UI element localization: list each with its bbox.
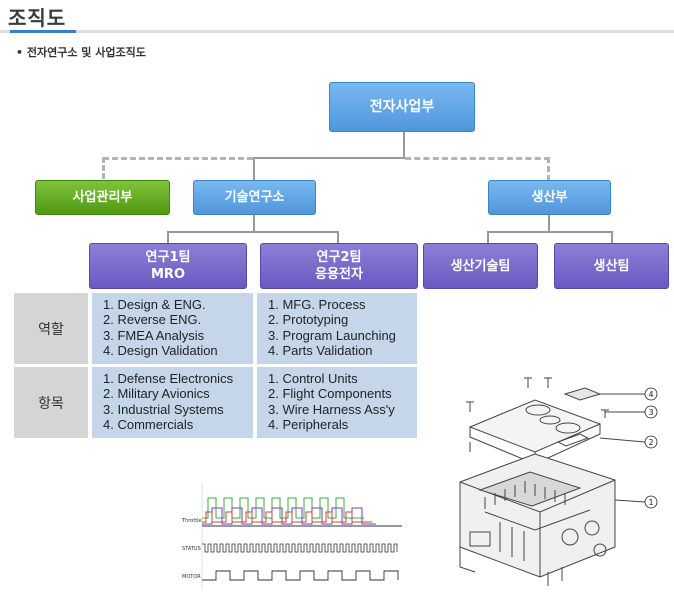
org-node-research-institute: 기술연구소 — [193, 180, 316, 215]
connector-rnd-to-teams — [253, 214, 255, 232]
connector-prod-bar — [487, 231, 613, 233]
list-item: 2. Prototyping — [268, 312, 349, 328]
cell-team2-items: 1. Control Units 2. Flight Components 3.… — [257, 367, 417, 438]
list-item: 1. Design & ENG. — [103, 297, 206, 312]
callout-1: 1 — [649, 498, 654, 507]
connector-prod-down — [548, 214, 550, 232]
waveform-throttle-traces — [202, 497, 402, 527]
callout-4: 4 — [649, 390, 654, 399]
org-node-production-tech-team: 생산기술팀 — [423, 243, 538, 289]
row-header-role: 역할 — [14, 293, 88, 364]
list-item: 2. Military Avionics — [103, 386, 210, 402]
connector-team1-down — [167, 231, 169, 243]
connector-teams-bar — [167, 231, 339, 233]
org-node-research-team-1: 연구1팀 MRO — [89, 243, 247, 289]
list-item: 3. Program Launching — [268, 327, 396, 343]
connector-rnd-bar — [253, 157, 405, 159]
connector-root-down — [403, 132, 405, 158]
list-item: 4. Commercials — [103, 417, 194, 433]
callout-2: 2 — [649, 438, 654, 447]
controller-exploded-illustration: 4 3 2 1 — [459, 377, 658, 586]
waveform-motor-trace — [202, 570, 399, 581]
connector-rnd-down — [253, 157, 255, 182]
team2-name: 연구2팀 — [316, 250, 362, 265]
org-node-business-management: 사업관리부 — [35, 180, 170, 215]
org-node-electronics-division: 전자사업부 — [329, 82, 475, 132]
cell-team2-role: 1. MFG. Process 2. Prototyping 3. Progra… — [257, 293, 417, 364]
cell-team1-items: 1. Defense Electronics 2. Military Avion… — [92, 367, 253, 438]
connector-mgmt-dashed — [103, 157, 253, 160]
org-node-production: 생산부 — [488, 180, 611, 215]
list-item: 2. Flight Components — [268, 386, 392, 402]
connector-prodteam-down — [611, 231, 613, 243]
list-item: 3. FMEA Analysis — [103, 327, 205, 343]
waveform-label-throttle: Throttle — [181, 518, 202, 524]
list-item: 4. Design Validation — [103, 343, 218, 359]
list-item: 2. Reverse ENG. — [103, 312, 202, 328]
team1-name: 연구1팀 — [145, 250, 191, 265]
team1-area: MRO — [151, 267, 185, 282]
waveform-image: Throttle STATUS MOTOR — [180, 480, 420, 595]
waveform-label-status: STATUS — [182, 546, 201, 552]
list-item: 4. Peripherals — [268, 417, 349, 433]
org-node-production-team: 생산팀 — [554, 243, 669, 289]
title-divider — [0, 30, 674, 33]
waveform-status-trace — [202, 543, 398, 553]
org-node-research-team-2: 연구2팀 응용전자 — [260, 243, 418, 289]
connector-prod-dashed — [405, 157, 550, 160]
section-subtitle: • 전자연구소 및 사업조직도 — [16, 46, 146, 59]
team2-area: 응용전자 — [315, 267, 363, 282]
waveform-label-motor: MOTOR — [182, 574, 201, 580]
connector-mgmt-dashed-down — [102, 157, 105, 179]
connector-prodtech-down — [487, 231, 489, 243]
cell-team1-role: 1. Design & ENG. 2. Reverse ENG. 3. FMEA… — [92, 293, 253, 364]
title-accent-bar — [10, 30, 76, 33]
list-item: 3. Industrial Systems — [103, 401, 224, 417]
connector-team2-down — [337, 231, 339, 243]
list-item: 3. Wire Harness Ass'y — [268, 401, 395, 417]
list-item: 1. Defense Electronics — [103, 371, 234, 386]
list-item: 4. Parts Validation — [268, 343, 373, 359]
page-title: 조직도 — [8, 6, 67, 30]
callout-3: 3 — [649, 408, 654, 417]
row-header-items: 항목 — [14, 367, 88, 438]
list-item: 1. MFG. Process — [268, 297, 366, 312]
connector-prod-dashed-down — [547, 157, 550, 181]
list-item: 1. Control Units — [268, 371, 358, 386]
